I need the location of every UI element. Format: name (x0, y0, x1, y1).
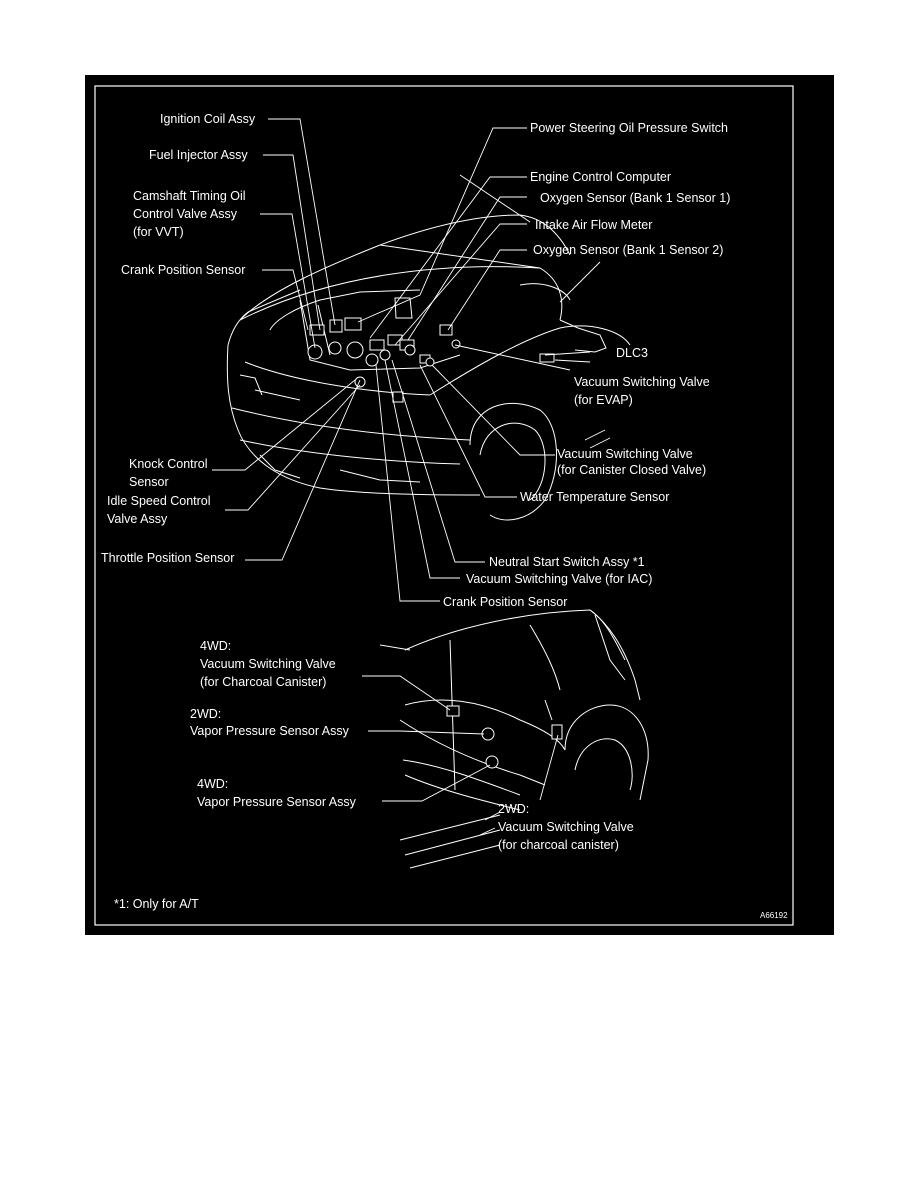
label-vsv-iac: Vacuum Switching Valve (for IAC) (466, 572, 652, 586)
label-4wd-vsv-line2: Vacuum Switching Valve (200, 657, 336, 671)
engine-bay-parts (307, 317, 555, 403)
rear-car-illustration (379, 609, 649, 869)
label-camshaft-timing-line1: Camshaft Timing Oil (133, 189, 246, 203)
label-2wd-vsv-line3: (for charcoal canister) (498, 838, 619, 852)
inner-border (94, 85, 794, 926)
label-dlc3: DLC3 (616, 346, 648, 360)
label-water-temperature-sensor: Water Temperature Sensor (520, 490, 669, 504)
label-4wd-vsv-line1: 4WD: (200, 639, 231, 653)
label-intake-air-flow-meter: Intake Air Flow Meter (535, 218, 652, 232)
label-camshaft-timing-line2: Control Valve Assy (133, 207, 238, 221)
label-2wd-vps-line2: Vapor Pressure Sensor Assy (190, 724, 350, 738)
label-camshaft-timing-line3: (for VVT) (133, 225, 184, 239)
label-oxygen-sensor-b1s2: Oxygen Sensor (Bank 1 Sensor 2) (533, 243, 723, 257)
label-engine-control-computer: Engine Control Computer (530, 170, 671, 184)
footnote: *1: Only for A/T (114, 897, 199, 911)
label-knock-control-line2: Sensor (129, 475, 169, 489)
label-idle-speed-line2: Valve Assy (107, 512, 168, 526)
label-vsv-evap-line2: (for EVAP) (574, 393, 633, 407)
front-car-illustration (226, 214, 631, 521)
rear-labels: 4WD: Vacuum Switching Valve (for Charcoa… (190, 639, 634, 852)
label-2wd-vsv-line2: Vacuum Switching Valve (498, 820, 634, 834)
label-ignition-coil-assy: Ignition Coil Assy (160, 112, 256, 126)
label-vsv-canister-closed-line1: Vacuum Switching Valve (557, 447, 693, 461)
label-power-steering-switch: Power Steering Oil Pressure Switch (530, 121, 728, 135)
figure-code: A66192 (760, 911, 788, 920)
label-2wd-vsv-line1: 2WD: (498, 802, 529, 816)
label-crank-position-sensor-bottom: Crank Position Sensor (443, 595, 567, 609)
label-knock-control-line1: Knock Control (129, 457, 208, 471)
engine-labels: Ignition Coil Assy Fuel Injector Assy Ca… (101, 112, 730, 609)
rear-car-parts (446, 705, 563, 769)
label-fuel-injector-assy: Fuel Injector Assy (149, 148, 248, 162)
label-oxygen-sensor-b1s1: Oxygen Sensor (Bank 1 Sensor 1) (540, 191, 730, 205)
label-throttle-position-sensor: Throttle Position Sensor (101, 551, 234, 565)
label-idle-speed-line1: Idle Speed Control (107, 494, 211, 508)
label-4wd-vsv-line3: (for Charcoal Canister) (200, 675, 326, 689)
label-neutral-start-switch: Neutral Start Switch Assy *1 (489, 555, 645, 569)
label-2wd-vps-line1: 2WD: (190, 707, 221, 721)
label-vsv-evap-line1: Vacuum Switching Valve (574, 375, 710, 389)
label-4wd-vps-line1: 4WD: (197, 777, 228, 791)
rear-leader-lines (362, 675, 559, 836)
label-crank-position-sensor-top: Crank Position Sensor (121, 263, 245, 277)
engine-leader-lines (212, 118, 611, 602)
label-vsv-canister-closed-line2: (for Canister Closed Valve) (557, 463, 706, 477)
label-4wd-vps-line2: Vapor Pressure Sensor Assy (197, 795, 357, 809)
